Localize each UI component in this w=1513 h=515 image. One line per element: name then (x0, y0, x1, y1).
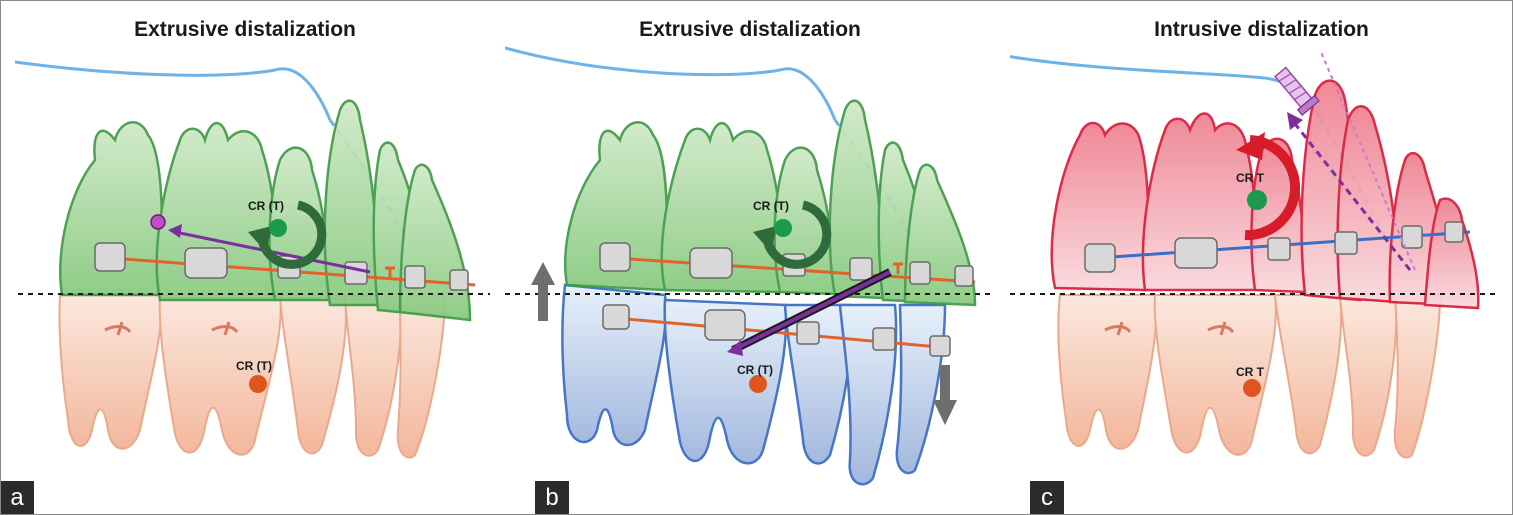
upper-cr-dot (269, 219, 287, 237)
force-vector (1290, 119, 1412, 271)
lower-cr-label: CR (T) (737, 363, 773, 377)
panel-c: CR T CR T Intrusive distalization c (1010, 0, 1513, 515)
moment-arrowhead (1236, 132, 1265, 160)
moment-arrow (1244, 135, 1301, 241)
upper-teeth (1050, 79, 1480, 310)
upper-cr-dot (1247, 190, 1267, 210)
moment-arrowhead (248, 226, 272, 252)
upper-cr-dot (774, 219, 792, 237)
force-arrowhead (168, 224, 182, 238)
elastic-force (732, 270, 891, 352)
moment-arrowhead (753, 226, 777, 252)
upper-cr-label: CR (T) (248, 199, 284, 213)
force-arrowhead (1287, 112, 1303, 130)
upper-cr-label: CR T (1236, 171, 1265, 185)
moment-arrow (762, 200, 832, 269)
panel-a: CR (T) CR (T) Extrusive distalization a (0, 0, 490, 515)
mini-implant (150, 214, 166, 230)
brackets (599, 242, 974, 357)
panel-b: CR (T) CR (T) Extrusive distalization b (505, 0, 995, 515)
hook (385, 266, 395, 278)
panel-title: Extrusive distalization (639, 18, 861, 41)
moment-arrow (257, 200, 327, 269)
up-arrow (531, 262, 555, 321)
panel-label: a (0, 481, 34, 515)
panel-title: Intrusive distalization (1154, 18, 1369, 41)
lower-teeth (1057, 294, 1442, 459)
lower-cr-dot (249, 375, 267, 393)
gum-line (505, 46, 837, 121)
panel-label: b (535, 481, 569, 515)
brackets (1084, 221, 1464, 273)
panel-b-illustration: CR (T) CR (T) (505, 46, 995, 486)
panel-c-illustration: CR T CR T (1010, 49, 1500, 459)
panel-a-illustration: CR (T) CR (T) (14, 60, 490, 459)
lower-cr-dot (749, 375, 767, 393)
hook (893, 262, 903, 274)
lower-cr-label: CR T (1236, 365, 1265, 379)
gum-line (14, 60, 332, 121)
upper-cr-label: CR (T) (753, 199, 789, 213)
lower-teeth (58, 294, 447, 459)
lower-cr-label: CR (T) (236, 359, 272, 373)
mini-screw (1274, 66, 1320, 116)
panel-title: Extrusive distalization (134, 18, 356, 41)
down-arrow (933, 365, 957, 425)
elastic-arrowhead (727, 340, 743, 356)
panel-label: c (1030, 481, 1064, 515)
lower-cr-dot (1243, 379, 1261, 397)
